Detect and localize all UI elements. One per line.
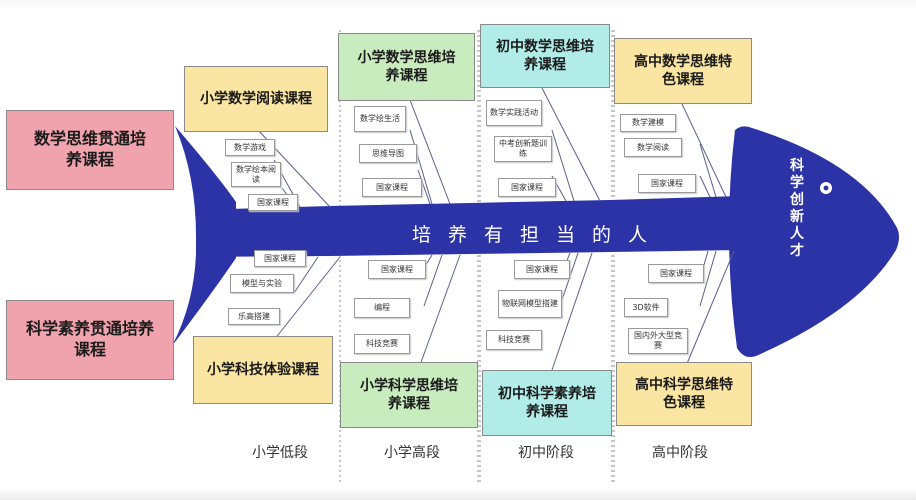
stage-4-bottom-item-2: 3D软件 <box>624 298 668 317</box>
stage-1-bottom-item-1: 国家课程 <box>254 250 306 267</box>
stage-1-bottom-item-3: 乐高搭建 <box>228 308 280 325</box>
stage-4-top-item-2: 数学阅读 <box>624 138 682 157</box>
stage-3-bottom-item-1: 国家课程 <box>514 260 570 279</box>
fish-spine <box>196 196 740 257</box>
stage-2-top-item-2: 思维导图 <box>359 144 417 163</box>
stage-2-bottom-item-2: 编程 <box>354 298 410 318</box>
stage-3-label: 初中阶段 <box>518 445 574 461</box>
stage-3-bottom-item-3: 科技竞赛 <box>486 330 542 350</box>
stage-4-label: 高中阶段 <box>652 445 708 461</box>
stage-4-bottom-item-3: 国内外大型竞赛 <box>628 328 688 354</box>
stage-2-top-item-3: 国家课程 <box>362 178 422 197</box>
stage-4-bottom-item-1: 国家课程 <box>648 264 704 283</box>
stage-3-top-title: 初中数学思维培养课程 <box>480 24 610 88</box>
spine-slogan: 培养有担当的人 <box>412 224 665 246</box>
stage-3-bottom-item-2: 物联网模型搭建 <box>498 290 562 318</box>
stage-2-label: 小学高段 <box>384 445 440 461</box>
stage-3-top-item-3: 国家课程 <box>498 178 556 197</box>
track-science-box: 科学素养贯通培养课程 <box>6 300 174 380</box>
stage-2-top-title: 小学数学思维培养课程 <box>338 33 475 101</box>
stage-2-top-item-1: 数学绘生活 <box>354 106 406 132</box>
stage-1-top-item-3: 国家课程 <box>248 194 298 211</box>
goal-label: 科 学 创 新 人 才 <box>790 158 804 259</box>
stage-1-label: 小学低段 <box>252 445 308 461</box>
stage-3-top-item-2: 中考创新题训练 <box>494 136 552 162</box>
stage-1-top-item-2: 数学绘本阅读 <box>231 162 281 187</box>
stage-3-bottom-title: 初中科学素养培养课程 <box>482 370 612 436</box>
stage-1-top-item-1: 数学游戏 <box>225 139 275 156</box>
stage-4-bottom-title: 高中科学思维特色课程 <box>616 362 752 426</box>
fish-head <box>728 126 899 358</box>
stage-1-top-title: 小学数学阅读课程 <box>184 66 328 132</box>
stage-4-top-title: 高中数学思维特色课程 <box>614 38 752 104</box>
stage-dividers <box>339 30 615 485</box>
stage-1-bottom-item-2: 模型与实验 <box>230 274 294 293</box>
stage-1-bottom-title: 小学科技体验课程 <box>193 336 333 404</box>
stage-3-top-item-1: 数学实践活动 <box>486 100 542 126</box>
stage-4-top-item-1: 数学建模 <box>620 114 676 132</box>
stage-2-bottom-item-3: 科技竞赛 <box>354 334 410 354</box>
stage-2-bottom-title: 小学科学思维培养课程 <box>340 362 478 428</box>
stage-2-bottom-item-1: 国家课程 <box>368 260 426 279</box>
stage-4-top-item-3: 国家课程 <box>638 174 696 193</box>
track-math-box: 数学思维贯通培养课程 <box>6 110 174 190</box>
